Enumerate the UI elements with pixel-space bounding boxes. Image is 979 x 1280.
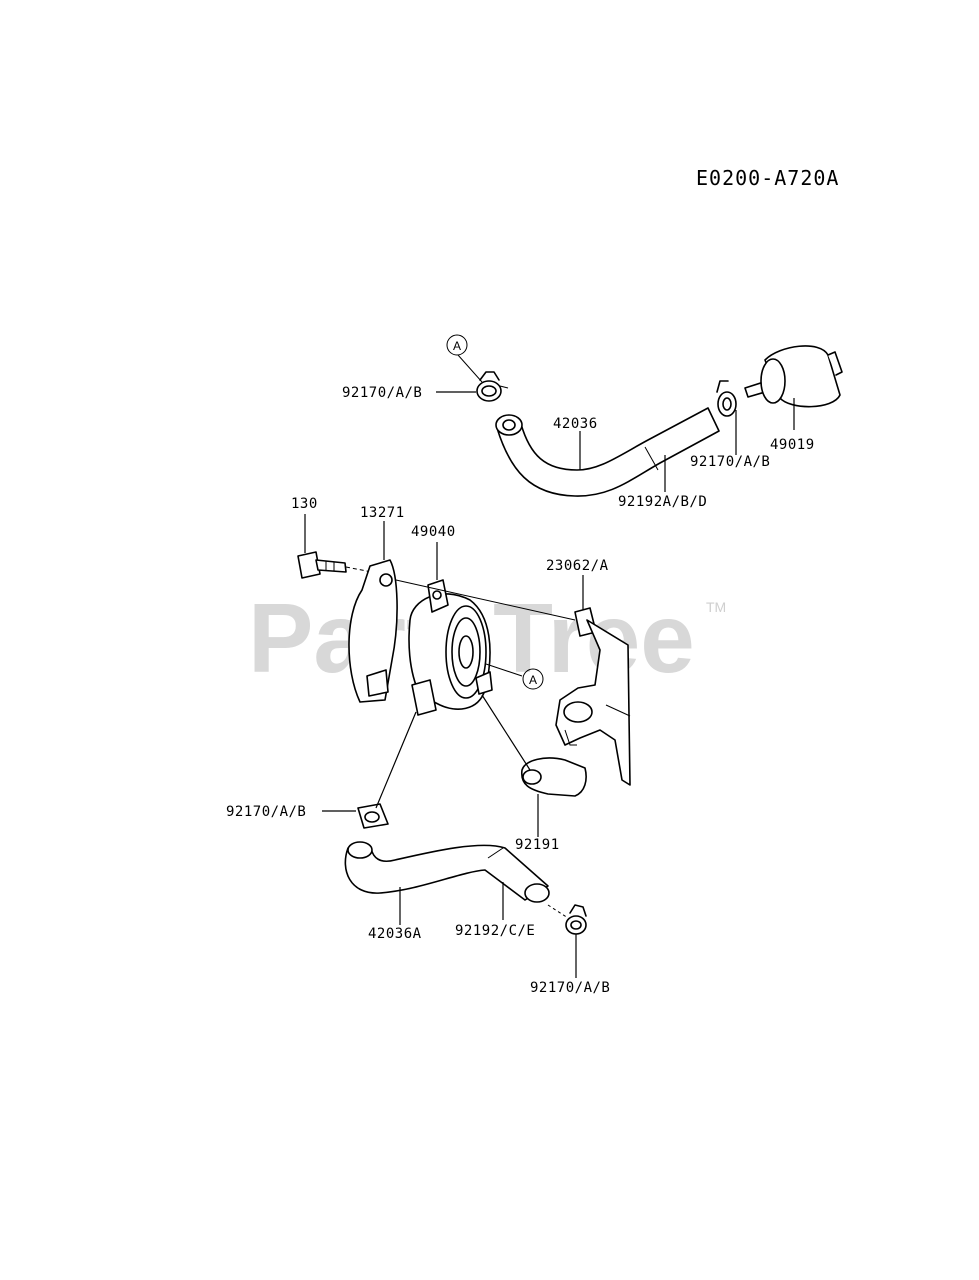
- label-clamp-bottom: 92170/A/B: [530, 980, 610, 996]
- callout-a-middle-letter: A: [529, 673, 537, 687]
- label-cap: 92191: [515, 837, 560, 853]
- plate-part: [348, 559, 398, 703]
- label-clamp-top-right: 92170/A/B: [690, 454, 770, 470]
- label-clamp-top-left: 92170/A/B: [342, 385, 422, 401]
- clamp-top-right-part: [716, 380, 737, 417]
- bolt-part: [297, 551, 347, 579]
- label-fuel-pump: 49040: [411, 524, 456, 540]
- callout-a-middle: A: [485, 663, 544, 690]
- callout-a-top: A: [446, 334, 483, 383]
- label-bracket: 23062/A: [546, 558, 609, 574]
- fuel-filter-part: [744, 345, 843, 408]
- fuel-pump-part: [408, 579, 493, 716]
- hose-bottom-part: [344, 841, 550, 903]
- clamp-mid-left-part: [357, 803, 389, 829]
- clamp-top-left-part: [476, 371, 509, 402]
- diagram-code: E0200-A720A: [696, 166, 839, 190]
- label-hose-sleeve-top: 92192A/B/D: [618, 494, 707, 510]
- hose-top-part: [495, 407, 720, 497]
- label-plate: 13271: [360, 505, 405, 521]
- label-hose-bottom: 42036A: [368, 926, 422, 942]
- clamp-bottom-part: [565, 904, 587, 935]
- callout-a-top-letter: A: [453, 339, 461, 353]
- label-bolt: 130: [291, 496, 318, 512]
- label-hose-top: 42036: [553, 416, 598, 432]
- cap-part: [521, 757, 587, 797]
- bracket-part: [555, 607, 631, 786]
- label-fuel-filter: 49019: [770, 437, 815, 453]
- trademark-symbol: TM: [706, 599, 726, 615]
- label-hose-sleeve-bottom: 92192/C/E: [455, 923, 535, 939]
- label-clamp-mid-left: 92170/A/B: [226, 804, 306, 820]
